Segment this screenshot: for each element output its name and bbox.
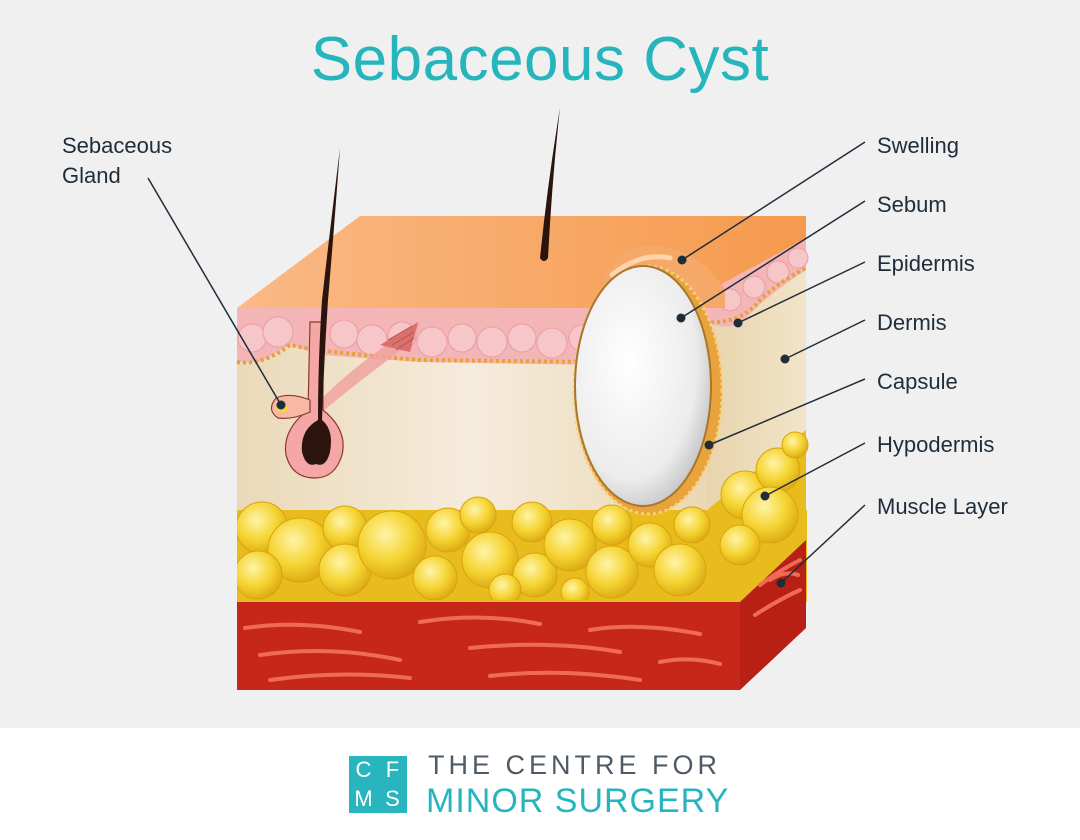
label-epidermis: Epidermis xyxy=(877,249,975,279)
label-sebum: Sebum xyxy=(877,190,947,220)
label-muscle-layer: Muscle Layer xyxy=(877,492,1008,522)
label-capsule: Capsule xyxy=(877,367,958,397)
cfms-logo: C F M S xyxy=(349,756,407,813)
label-sebaceous-gland-line1: Sebaceous xyxy=(62,131,172,161)
logo-letter-s: S xyxy=(378,785,407,814)
logo-letter-m: M xyxy=(349,785,378,814)
label-sebaceous-gland-line2: Gland xyxy=(62,161,121,191)
brand-name-line2: MINOR SURGERY xyxy=(426,782,729,821)
logo-letter-f: F xyxy=(378,756,407,785)
skin-cross-section-diagram xyxy=(0,0,1080,728)
sebum xyxy=(575,266,711,506)
brand-name-line1: THE CENTRE FOR xyxy=(428,750,721,781)
label-dermis: Dermis xyxy=(877,308,947,338)
label-hypodermis: Hypodermis xyxy=(877,430,994,460)
logo-letter-c: C xyxy=(349,756,378,785)
label-swelling: Swelling xyxy=(877,131,959,161)
